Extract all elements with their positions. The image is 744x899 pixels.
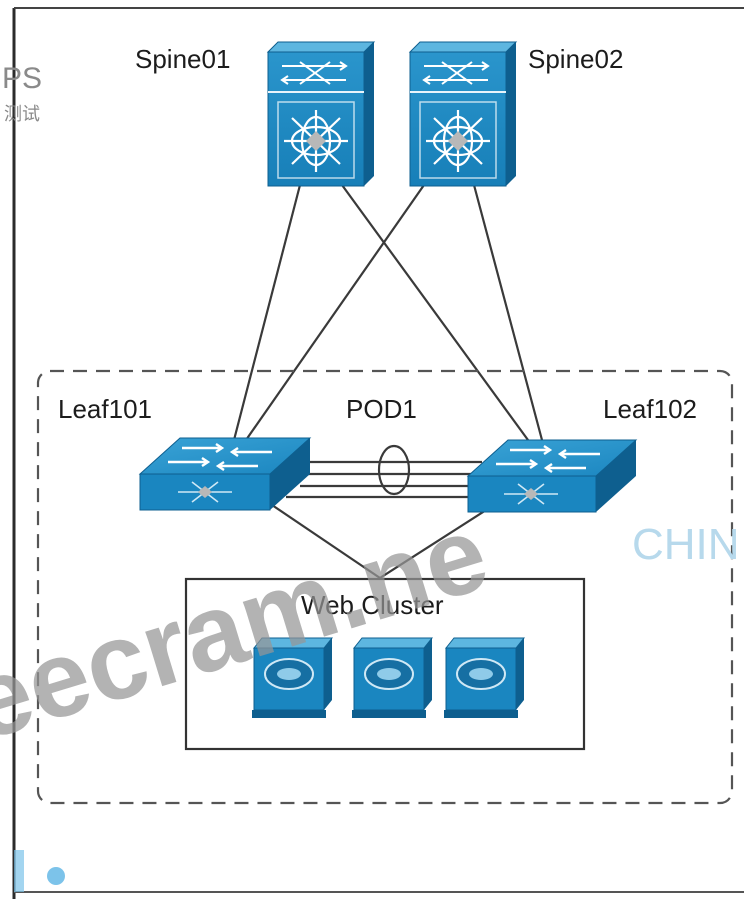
- server2-icon: [352, 637, 434, 718]
- server1-icon: [252, 637, 334, 718]
- decor-dot: [47, 867, 65, 885]
- pod1-label: POD1: [346, 394, 417, 424]
- leaf102-label: Leaf102: [603, 394, 697, 424]
- leaf101-switch-icon: [138, 437, 312, 511]
- leaf102-switch-icon: [466, 439, 638, 513]
- web-cluster-label: Web Cluster: [301, 590, 444, 620]
- spine-leaf-links: [232, 184, 544, 441]
- watermark-right: CHIN: [632, 520, 740, 569]
- watermark-left-top: PS: [2, 62, 43, 95]
- port-channel-ellipse: [377, 444, 411, 496]
- decor-bar: [14, 850, 24, 892]
- spine02-label: Spine02: [528, 44, 624, 74]
- pod1-boundary: [36, 369, 734, 805]
- spine02-switch-icon: [408, 41, 518, 187]
- leaf-port-channel: [286, 444, 482, 499]
- leaf101-label: Leaf101: [58, 394, 152, 424]
- spine01-switch-icon: [266, 41, 376, 187]
- spine01-label: Spine01: [135, 44, 231, 74]
- link-spine01-leaf101: [232, 184, 302, 441]
- link-spine02-leaf102: [472, 184, 544, 441]
- leaf-cluster-links: [271, 504, 495, 579]
- watermark-left-cn: 测试: [4, 104, 40, 124]
- link-spine02-leaf101: [245, 184, 425, 441]
- server3-icon: [444, 637, 526, 718]
- link-spine01-leaf102: [341, 184, 529, 441]
